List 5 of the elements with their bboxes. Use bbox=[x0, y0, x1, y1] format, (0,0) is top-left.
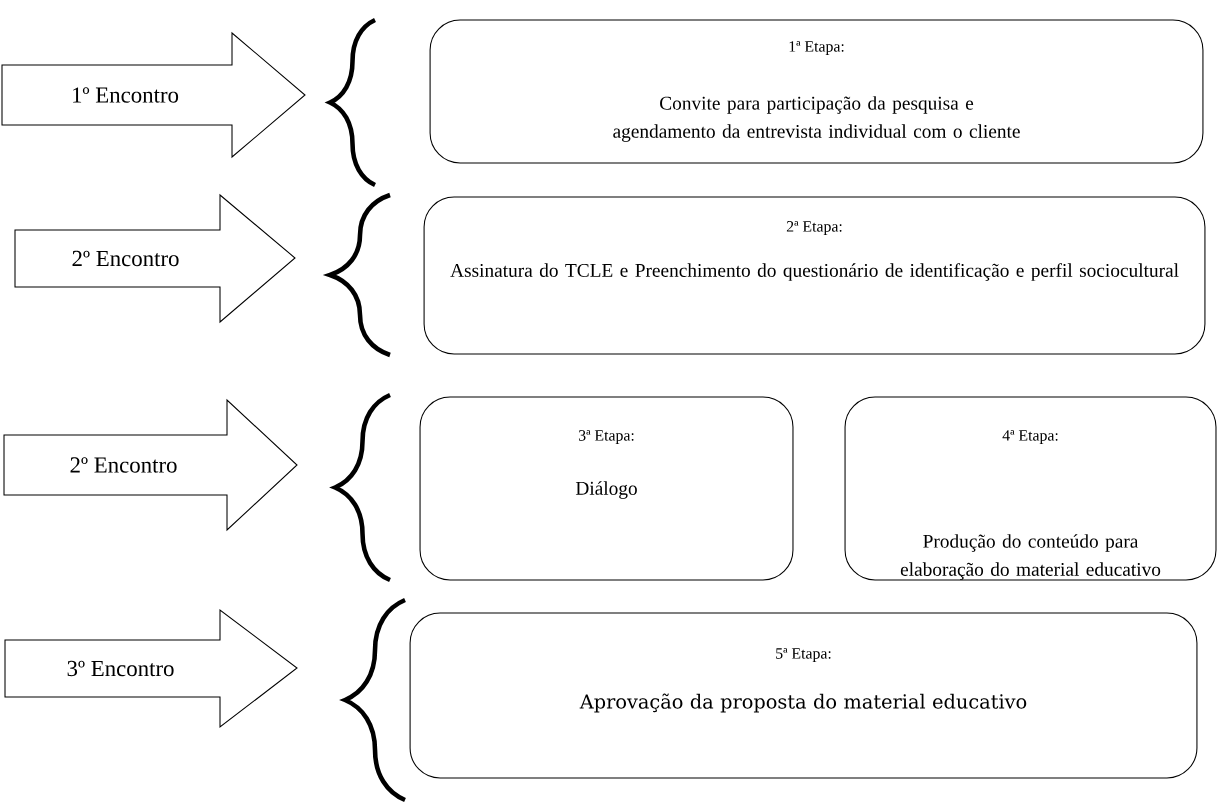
step-box: 4ª Etapa: Produção do conteúdo para elaboração do material educativo bbox=[844, 396, 1217, 581]
step-box: 1ª Etapa: Convite para participação da pesquisa e agendamento da entrevista individual com o cliente bbox=[429, 19, 1204, 164]
step-box: 3ª Etapa: Diálogo bbox=[419, 396, 794, 581]
step-box: 5ª Etapa: Aprovação da proposta do material educativo bbox=[409, 612, 1198, 779]
step-box: 2ª Etapa: Assinatura do TCLE e Preenchimento do questionário de identificação e perfil sociocultural bbox=[423, 196, 1206, 355]
